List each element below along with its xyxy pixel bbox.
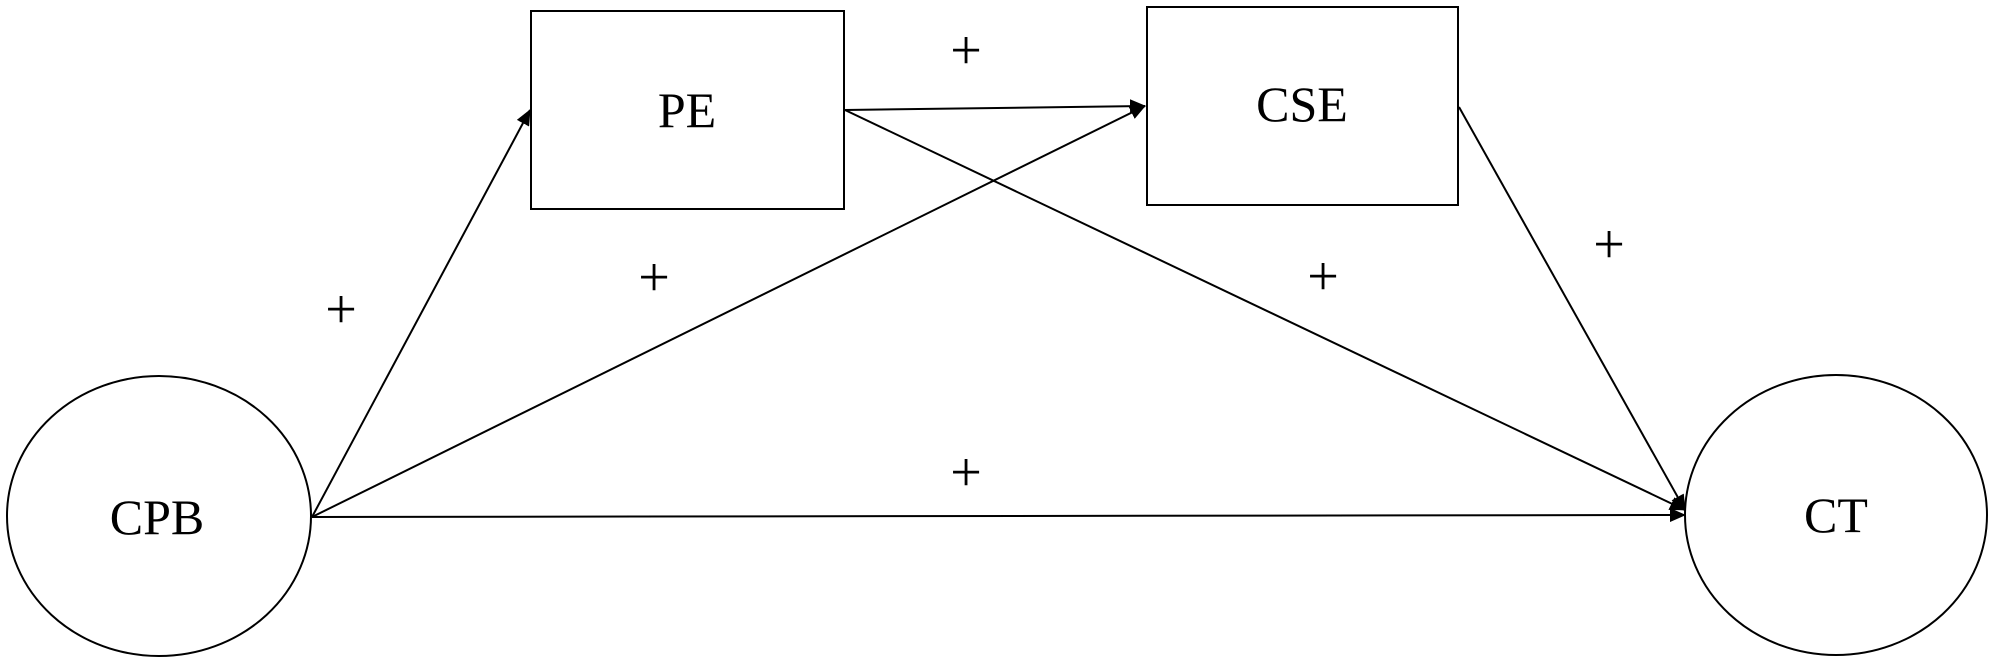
node-pe: PE bbox=[530, 10, 845, 210]
cse-box bbox=[1146, 6, 1459, 206]
node-ct: CT bbox=[1684, 374, 1988, 656]
sign-pe-ct: + bbox=[1307, 246, 1339, 308]
pe-box bbox=[530, 10, 845, 210]
node-cpb: CPB bbox=[6, 375, 312, 657]
edge-pe-cse bbox=[844, 99, 1146, 114]
sign-cpb-ct: + bbox=[950, 442, 982, 504]
cpb-label: CPB bbox=[110, 489, 205, 545]
sign-cpb-pe: + bbox=[325, 279, 357, 341]
cpb-ellipse bbox=[6, 375, 312, 657]
edge-signs: + + + + + + bbox=[325, 20, 1625, 504]
edge-cpb-cse bbox=[311, 105, 1146, 518]
edges bbox=[311, 99, 1686, 523]
edge-cse-ct bbox=[1458, 106, 1686, 511]
node-cse: CSE bbox=[1146, 6, 1459, 206]
cse-label: CSE bbox=[1256, 76, 1348, 132]
edge-cpb-ct bbox=[311, 508, 1686, 523]
edge-cpb-pe bbox=[311, 109, 531, 518]
sign-cse-ct: + bbox=[1593, 214, 1625, 276]
ct-label: CT bbox=[1804, 487, 1868, 543]
pe-label: PE bbox=[658, 82, 716, 138]
edge-pe-ct bbox=[844, 109, 1686, 511]
sign-pe-cse: + bbox=[950, 20, 982, 82]
ct-ellipse bbox=[1684, 374, 1988, 656]
sign-cpb-cse: + bbox=[638, 247, 670, 309]
